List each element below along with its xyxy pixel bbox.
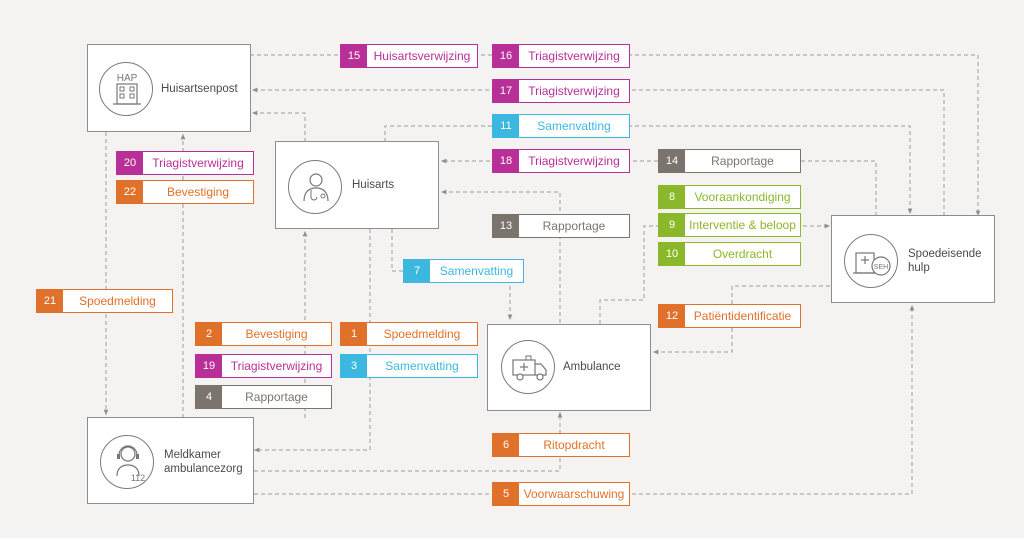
tag-label: Huisartsverwijzing <box>373 49 471 63</box>
tag-9-interventie-beloop: 9 Interventie & beloop <box>658 213 801 237</box>
tag-label: Rapportage <box>542 219 606 233</box>
tag-8-vooraankondiging: 8 Vooraankondiging <box>658 185 801 209</box>
tag-22-bevestiging: 22 Bevestiging <box>116 180 254 204</box>
connector-huisarts-hap <box>251 110 306 142</box>
ambulance-icon <box>501 340 555 394</box>
tag-number: 21 <box>37 290 63 312</box>
tag-14-rapportage: 14 Rapportage <box>658 149 801 173</box>
tag-15-huisartsverwijzing: 15 Huisartsverwijzing <box>340 44 478 68</box>
tag-label: Bevestiging <box>245 327 308 341</box>
tag-6-ritopdracht: 6 Ritopdracht <box>492 433 630 457</box>
node-ambulance: Ambulance <box>487 324 651 411</box>
call-center-icon: 112 <box>100 435 154 489</box>
tag-label: Rapportage <box>245 390 308 404</box>
doctor-icon <box>288 160 342 214</box>
node-label: Huisarts <box>352 179 395 191</box>
tag-label: Bevestiging <box>166 185 230 199</box>
svg-text:SEH: SEH <box>874 264 888 271</box>
node-huisartsenpost: HAP Huisartsenpost <box>87 44 251 132</box>
tag-label: Spoedmelding <box>79 294 156 308</box>
connector-6 <box>254 412 563 472</box>
tag-17-triagistverwijzing: 17 Triagistverwijzing <box>492 79 630 103</box>
node-label: Ambulance <box>563 361 621 373</box>
connector-12 <box>653 285 830 355</box>
node-label-line1: Spoedeisende <box>908 248 982 260</box>
connector-11 <box>384 125 913 214</box>
tag-label: Samenvatting <box>439 264 514 278</box>
tag-number: 10 <box>659 243 685 265</box>
connector-17 <box>251 87 945 216</box>
tag-11-samenvatting: 11 Samenvatting <box>492 114 630 138</box>
tag-19-triagistverwijzing: 19 Triagistverwijzing <box>195 354 332 378</box>
tag-number: 3 <box>341 355 367 377</box>
node-spoedeisende-hulp: SEH Spoedeisende hulp <box>831 215 995 303</box>
tag-number: 19 <box>196 355 222 377</box>
tag-label: Triagistverwijzing <box>528 154 620 168</box>
tag-10-overdracht: 10 Overdracht <box>658 242 801 266</box>
tag-number: 12 <box>659 305 685 327</box>
tag-20-triagistverwijzing: 20 Triagistverwijzing <box>116 151 254 175</box>
tag-12-patientidentificatie: 12 Patiëntidentificatie <box>658 304 801 328</box>
tag-label: Interventie & beloop <box>689 218 796 232</box>
tag-number: 15 <box>341 45 367 67</box>
tag-label: Spoedmelding <box>383 327 461 341</box>
tag-label: Voorwaarschuwing <box>523 487 625 501</box>
connector-15-16 <box>250 54 981 216</box>
connector-5 <box>254 305 915 495</box>
node-label-line2: hulp <box>908 262 930 274</box>
tag-number: 11 <box>493 115 519 137</box>
tag-label: Triagistverwijzing <box>528 84 620 98</box>
tag-3-samenvatting: 3 Samenvatting <box>340 354 478 378</box>
svg-text:112: 112 <box>131 473 145 483</box>
node-label: Huisartsenpost <box>161 83 238 95</box>
tag-label: Overdracht <box>712 247 773 261</box>
tag-number: 13 <box>493 215 519 237</box>
tag-label: Ritopdracht <box>543 438 605 452</box>
tag-number: 9 <box>659 214 685 236</box>
tag-label: Vooraankondiging <box>694 190 791 204</box>
tag-7-samenvatting: 7 Samenvatting <box>403 259 524 283</box>
svg-text:HAP: HAP <box>117 73 138 84</box>
tag-number: 6 <box>493 434 519 456</box>
tag-label: Triagistverwijzing <box>152 156 244 170</box>
tag-21-spoedmelding: 21 Spoedmelding <box>36 289 173 313</box>
tag-number: 2 <box>196 323 222 345</box>
tag-number: 5 <box>493 483 519 505</box>
tag-number: 7 <box>404 260 430 282</box>
tag-2-bevestiging: 2 Bevestiging <box>195 322 332 346</box>
node-huisarts: Huisarts <box>275 141 439 229</box>
tag-number: 16 <box>493 45 519 67</box>
tag-number: 8 <box>659 186 685 208</box>
tag-1-spoedmelding: 1 Spoedmelding <box>340 322 478 346</box>
tag-number: 17 <box>493 80 519 102</box>
connector-13 <box>441 189 561 337</box>
tag-label: Samenvatting <box>537 119 611 133</box>
tag-number: 22 <box>117 181 143 203</box>
node-meldkamer: 112 Meldkamer ambulancezorg <box>87 417 254 504</box>
tag-5-voorwaarschuwing: 5 Voorwaarschuwing <box>492 482 630 506</box>
connector-1-3 <box>253 229 371 453</box>
tag-label: Samenvatting <box>385 359 459 373</box>
tag-number: 18 <box>493 150 519 172</box>
tag-13-rapportage: 13 Rapportage <box>492 214 630 238</box>
tag-18-triagistverwijzing: 18 Triagistverwijzing <box>492 149 630 173</box>
tag-number: 1 <box>341 323 367 345</box>
hospital-building-icon: HAP <box>99 62 153 116</box>
tag-number: 4 <box>196 386 222 408</box>
tag-label: Patiëntidentificatie <box>693 309 792 323</box>
tag-label: Rapportage <box>711 154 774 168</box>
tag-16-triagistverwijzing: 16 Triagistverwijzing <box>492 44 630 68</box>
node-label-line2: ambulancezorg <box>164 463 243 475</box>
node-label-line1: Meldkamer <box>164 449 221 461</box>
tag-4-rapportage: 4 Rapportage <box>195 385 332 409</box>
tag-number: 20 <box>117 152 143 174</box>
tag-number: 14 <box>659 150 685 172</box>
emergency-department-icon: SEH <box>844 234 898 288</box>
tag-label: Triagistverwijzing <box>230 359 323 373</box>
tag-label: Triagistverwijzing <box>528 49 620 63</box>
